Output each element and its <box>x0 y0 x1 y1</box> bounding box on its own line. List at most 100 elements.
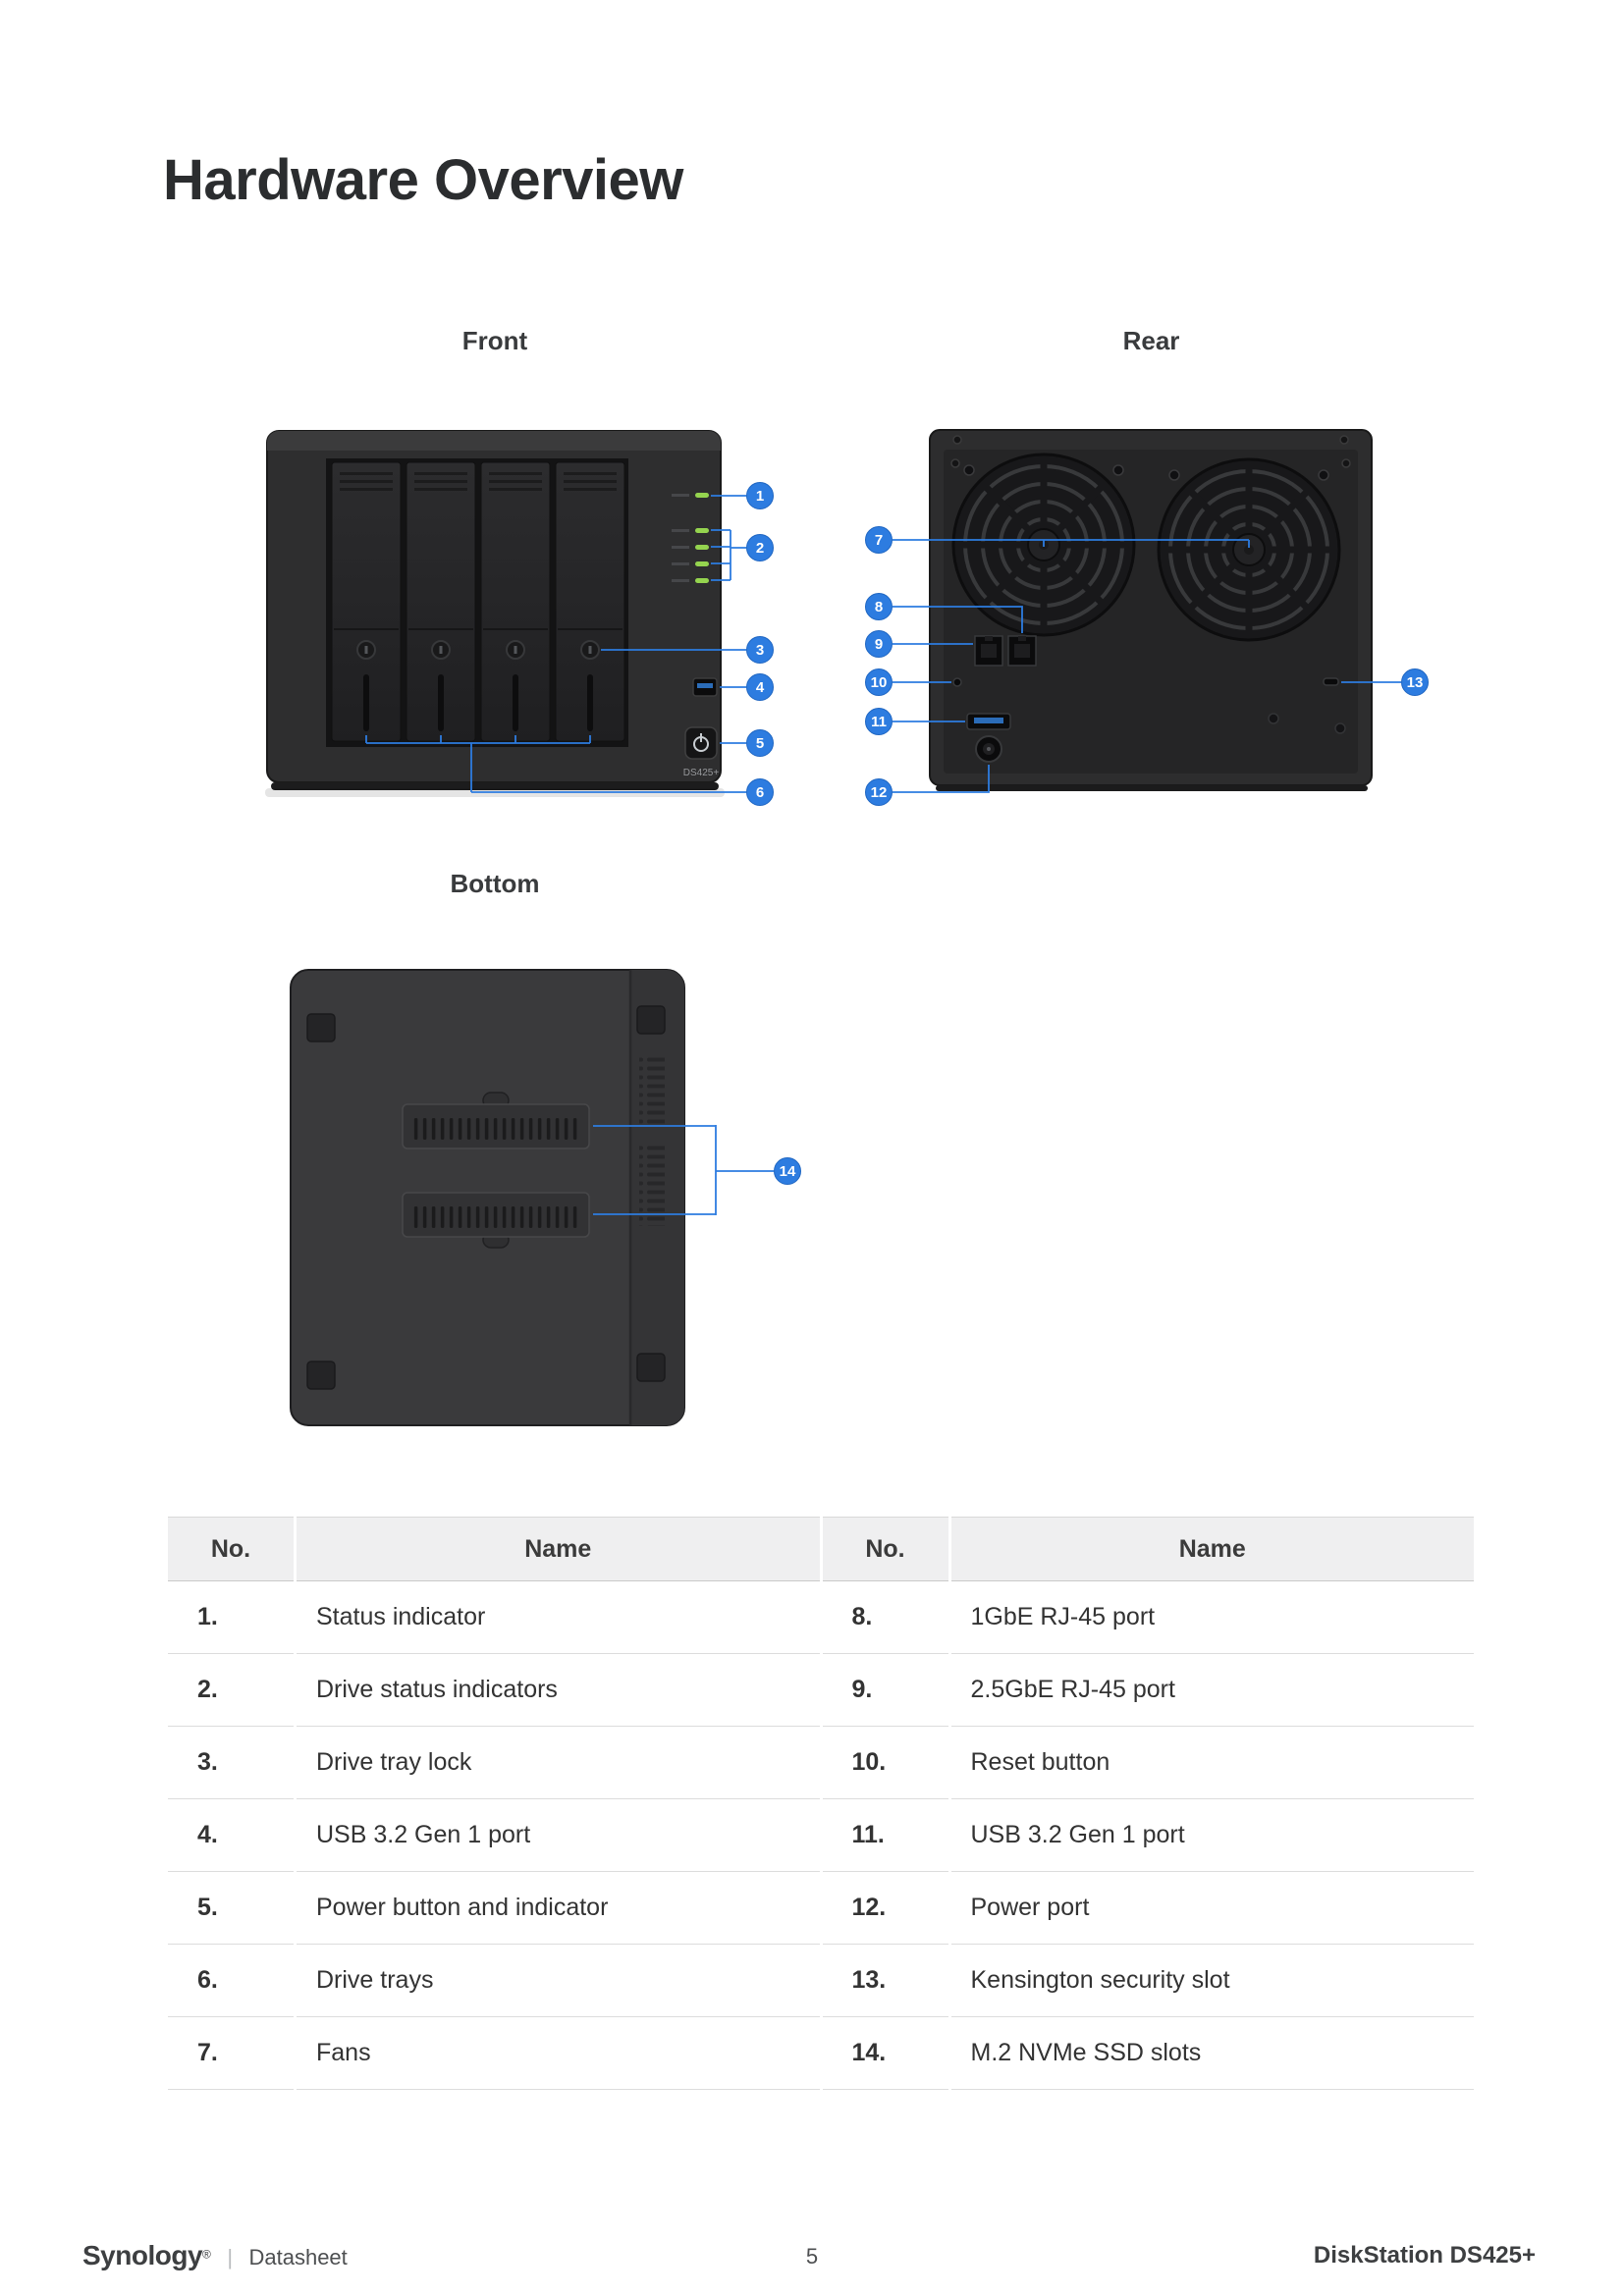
power-button <box>684 726 718 760</box>
front-view-label: Front <box>461 326 528 355</box>
row-number: 13. <box>822 1945 948 2017</box>
drive-led <box>695 545 709 550</box>
callout-1: 1 <box>746 482 774 509</box>
row-name: Power port <box>950 1872 1474 1945</box>
callout-9: 9 <box>865 630 893 658</box>
drive-tray-handle <box>363 674 369 731</box>
row-name: 2.5GbE RJ-45 port <box>950 1654 1474 1727</box>
row-name: USB 3.2 Gen 1 port <box>950 1799 1474 1872</box>
col-header-no: No. <box>168 1517 294 1581</box>
footer-separator: | <box>227 2245 234 2269</box>
row-name: Power button and indicator <box>297 1872 820 1945</box>
front-view-image: DS425+ <box>265 421 725 809</box>
row-name: M.2 NVMe SSD slots <box>950 2017 1474 2090</box>
rear-usb-port <box>966 713 1011 730</box>
callout-lines <box>365 495 1401 1215</box>
table-header-row: No. Name No. Name <box>168 1517 1474 1581</box>
row-number: 8. <box>822 1581 948 1654</box>
rear-view-image <box>928 422 1375 793</box>
page-number: 5 <box>805 2244 819 2269</box>
callout-5: 5 <box>746 729 774 757</box>
col-header-name: Name <box>950 1517 1474 1581</box>
col-header-name: Name <box>297 1517 820 1581</box>
row-name: Drive status indicators <box>297 1654 820 1727</box>
row-number: 4. <box>168 1799 294 1872</box>
row-number: 1. <box>168 1581 294 1654</box>
page-footer: Synology® | Datasheet 5 DiskStation DS42… <box>0 2240 1624 2279</box>
row-number: 5. <box>168 1872 294 1945</box>
row-name: Drive tray lock <box>297 1727 820 1799</box>
front-device-svg: DS425+ <box>265 430 725 797</box>
m2-slot-cover <box>402 1092 590 1149</box>
rubber-foot <box>636 1005 666 1035</box>
rubber-foot <box>636 1353 666 1382</box>
registered-mark: ® <box>202 2247 211 2262</box>
footer-doc-type: Datasheet <box>248 2245 348 2269</box>
rj45-port <box>1007 635 1037 667</box>
front-model-badge: DS425+ <box>683 768 720 778</box>
callout-10: 10 <box>865 668 893 696</box>
row-name: Kensington security slot <box>950 1945 1474 2017</box>
row-number: 11. <box>822 1799 948 1872</box>
row-number: 12. <box>822 1872 948 1945</box>
rear-device-svg <box>929 429 1373 791</box>
drive-tray <box>406 461 476 742</box>
drive-led <box>695 578 709 583</box>
footer-brand-block: Synology® | Datasheet <box>82 2240 348 2271</box>
row-name: USB 3.2 Gen 1 port <box>297 1799 820 1872</box>
row-name: Reset button <box>950 1727 1474 1799</box>
col-header-no: No. <box>822 1517 948 1581</box>
kensington-slot <box>1323 677 1339 686</box>
callout-12: 12 <box>865 778 893 806</box>
row-number: 7. <box>168 2017 294 2090</box>
drive-tray <box>480 461 551 742</box>
drive-tray-handle <box>587 674 593 731</box>
drive-led <box>695 528 709 533</box>
callout-13: 13 <box>1401 668 1429 696</box>
reset-pinhole <box>952 677 962 687</box>
row-name: Drive trays <box>297 1945 820 2017</box>
row-name: Fans <box>297 2017 820 2090</box>
drive-led <box>695 561 709 566</box>
drive-tray <box>331 461 402 742</box>
row-number: 3. <box>168 1727 294 1799</box>
rear-view-label: Rear <box>1122 326 1180 355</box>
synology-logo: Synology <box>82 2240 203 2270</box>
drive-tray-handle <box>438 674 444 731</box>
footer-product-name: DiskStation DS425+ <box>1313 2242 1536 2269</box>
row-number: 14. <box>822 2017 948 2090</box>
row-number: 2. <box>168 1654 294 1727</box>
bottom-view-image <box>288 967 687 1428</box>
rubber-foot <box>306 1013 336 1042</box>
bottom-view-label: Bottom <box>450 869 540 898</box>
status-led <box>695 493 709 498</box>
row-number: 9. <box>822 1654 948 1727</box>
page-title: Hardware Overview <box>163 148 683 212</box>
row-number: 6. <box>168 1945 294 2017</box>
fan <box>1157 457 1341 642</box>
fan <box>951 453 1136 637</box>
drive-tray-handle <box>513 674 518 731</box>
bottom-device-svg <box>290 969 685 1426</box>
row-name: Status indicator <box>297 1581 820 1654</box>
side-vent <box>639 1055 665 1128</box>
side-vent <box>639 1144 665 1226</box>
drive-tray <box>555 461 625 742</box>
rubber-foot <box>306 1361 336 1390</box>
callout-14: 14 <box>774 1157 801 1185</box>
callout-7: 7 <box>865 526 893 554</box>
power-port <box>975 735 1002 763</box>
callout-4: 4 <box>746 673 774 701</box>
row-name: 1GbE RJ-45 port <box>950 1581 1474 1654</box>
rj45-port <box>974 635 1003 667</box>
